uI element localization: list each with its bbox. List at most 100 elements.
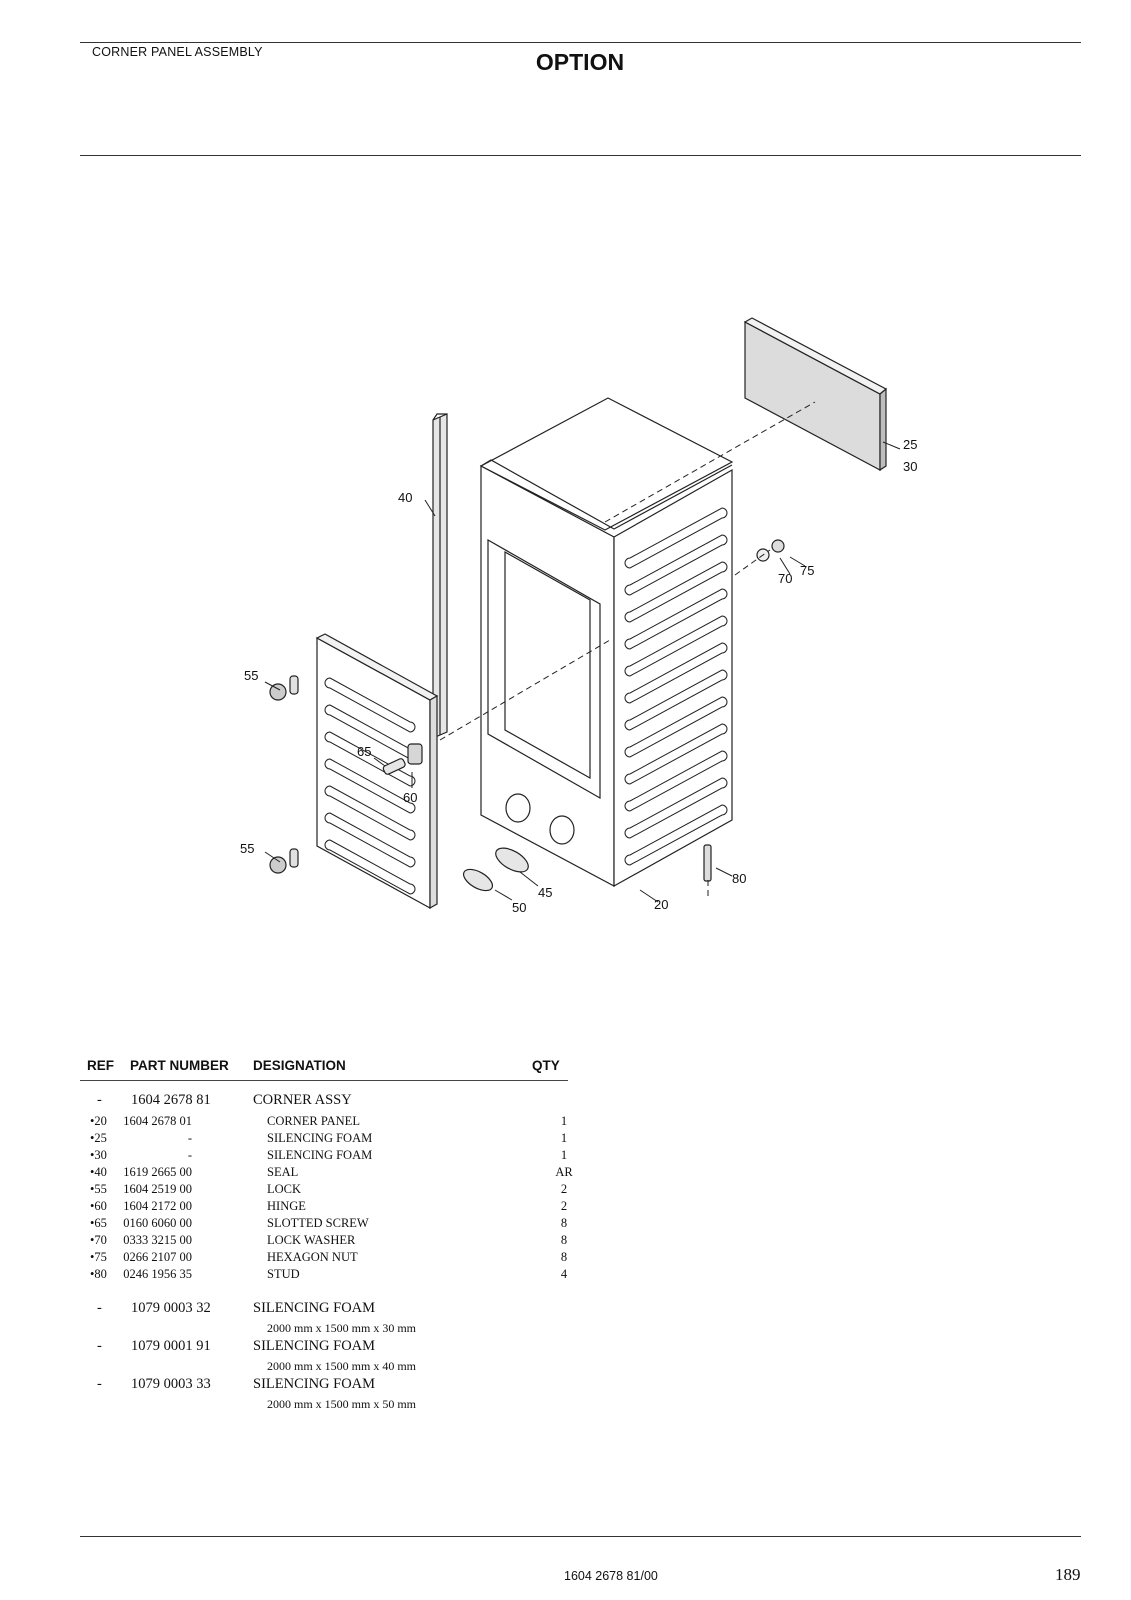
leader-lines [264, 441, 901, 903]
row-ref: •40 [90, 1165, 107, 1179]
row-qty: 2 [560, 1199, 568, 1213]
row-designation: SILENCING FOAM [253, 1300, 376, 1316]
table-row: •75 0266 2107 00 HEXAGON NUT 8 [80, 1250, 580, 1267]
row-part-number: 0160 6060 00 [123, 1216, 192, 1230]
foam-pad-drawing [743, 317, 888, 472]
row-part-number: 1604 2172 00 [123, 1199, 192, 1213]
table-row-foam: - 1079 0001 91 SILENCING FOAM [80, 1338, 580, 1360]
table-row-foam-size: 2000 mm x 1500 mm x 40 mm [80, 1359, 580, 1376]
row-ref: •55 [90, 1182, 107, 1196]
callout-70: 70 [778, 571, 792, 586]
header-top-rule [80, 42, 1081, 43]
row-designation: HEXAGON NUT [267, 1250, 358, 1264]
row-part-number: - [187, 1148, 192, 1162]
row-ref: - [97, 1376, 102, 1392]
table-row: •70 0333 3215 00 LOCK WASHER 8 [80, 1233, 580, 1250]
table-header-rule [80, 1080, 568, 1081]
row-part-number: 1079 0003 33 [131, 1376, 211, 1392]
callout-55-bottom: 55 [240, 841, 254, 856]
row-qty: 1 [560, 1131, 568, 1145]
col-header-designation: DESIGNATION [253, 1058, 346, 1073]
row-designation: SILENCING FOAM [267, 1148, 373, 1162]
row-ref: - [97, 1338, 102, 1354]
callout-30: 30 [903, 459, 917, 474]
table-row: •40 1619 2665 00 SEAL AR [80, 1165, 580, 1182]
header-bottom-rule [80, 155, 1081, 156]
row-size: 2000 mm x 1500 mm x 30 mm [267, 1321, 417, 1335]
table-row-assembly: - 1604 2678 81 CORNER ASSY [80, 1092, 580, 1114]
row-ref: •25 [90, 1131, 107, 1145]
section-title: CORNER PANEL ASSEMBLY [92, 45, 263, 59]
row-designation: SILENCING FOAM [253, 1376, 376, 1392]
col-header-qty: QTY [532, 1058, 560, 1073]
table-row-foam: - 1079 0003 32 SILENCING FOAM [80, 1300, 580, 1322]
row-size: 2000 mm x 1500 mm x 40 mm [267, 1359, 417, 1373]
row-ref: •80 [90, 1267, 107, 1281]
row-qty: 2 [560, 1182, 568, 1196]
row-designation: SILENCING FOAM [253, 1338, 376, 1354]
row-ref: •30 [90, 1148, 107, 1162]
callout-55-top: 55 [244, 668, 258, 683]
table-row-foam-size: 2000 mm x 1500 mm x 30 mm [80, 1321, 580, 1338]
door-panel-drawing [315, 633, 439, 910]
row-part-number: 1604 2678 01 [123, 1114, 192, 1128]
row-part-number: - [187, 1131, 192, 1145]
row-size: 2000 mm x 1500 mm x 50 mm [267, 1397, 417, 1411]
row-part-number: 1619 2665 00 [123, 1165, 192, 1179]
callout-80: 80 [732, 871, 746, 886]
callout-25: 25 [903, 437, 917, 452]
seal-strip-drawing [432, 413, 448, 739]
callout-50: 50 [512, 900, 526, 915]
row-qty: 1 [560, 1148, 568, 1162]
row-ref: - [97, 1092, 102, 1108]
table-row: •80 0246 1956 35 STUD 4 [80, 1267, 580, 1284]
callout-45: 45 [538, 885, 552, 900]
table-row: •60 1604 2172 00 HINGE 2 [80, 1199, 580, 1216]
row-designation: SILENCING FOAM [267, 1131, 373, 1145]
callout-40: 40 [398, 490, 412, 505]
row-part-number: 1604 2519 00 [123, 1182, 192, 1196]
footer-rule [80, 1536, 1081, 1537]
callout-60: 60 [403, 790, 417, 805]
callout-75: 75 [800, 563, 814, 578]
option-banner: OPTION [535, 49, 625, 75]
table-row-foam: - 1079 0003 33 SILENCING FOAM [80, 1376, 580, 1398]
assembly-lines [439, 401, 816, 900]
table-row: •20 1604 2678 01 CORNER PANEL 1 [80, 1114, 580, 1131]
row-part-number: 1079 0003 32 [131, 1300, 211, 1316]
callout-65: 65 [357, 744, 371, 759]
row-ref: •75 [90, 1250, 107, 1264]
row-ref: •20 [90, 1114, 107, 1128]
row-ref: •70 [90, 1233, 107, 1247]
exploded-parts-diagram: 25 30 40 70 75 55 65 60 55 45 50 20 80 [240, 317, 917, 915]
row-designation: SLOTTED SCREW [267, 1216, 369, 1230]
row-designation: CORNER PANEL [267, 1114, 360, 1128]
row-designation: HINGE [267, 1199, 306, 1213]
row-part-number: 0333 3215 00 [123, 1233, 192, 1247]
row-qty: 8 [560, 1250, 568, 1264]
row-designation: LOCK WASHER [267, 1233, 356, 1247]
table-row: •55 1604 2519 00 LOCK 2 [80, 1182, 580, 1199]
table-row-foam-size: 2000 mm x 1500 mm x 50 mm [80, 1397, 580, 1414]
callout-20: 20 [654, 897, 668, 912]
corner-panel-drawing [479, 397, 734, 888]
col-header-ref: REF [87, 1058, 114, 1073]
table-row: •25 - SILENCING FOAM 1 [80, 1131, 580, 1148]
row-designation: SEAL [267, 1165, 299, 1179]
row-part-number: 0246 1956 35 [123, 1267, 192, 1281]
row-qty: AR [555, 1165, 573, 1179]
row-ref: - [97, 1300, 102, 1316]
row-designation: CORNER ASSY [253, 1092, 352, 1108]
row-qty: 1 [560, 1114, 568, 1128]
row-qty: 4 [560, 1267, 568, 1281]
row-qty: 8 [560, 1233, 568, 1247]
row-qty: 8 [560, 1216, 568, 1230]
row-ref: •60 [90, 1199, 107, 1213]
row-ref: •65 [90, 1216, 107, 1230]
document-code: 1604 2678 81/00 [564, 1569, 658, 1583]
row-designation: LOCK [267, 1182, 302, 1196]
row-designation: STUD [267, 1267, 300, 1281]
col-header-part-number: PART NUMBER [130, 1058, 229, 1073]
row-part-number: 1604 2678 81 [131, 1092, 211, 1108]
row-part-number: 0266 2107 00 [123, 1250, 192, 1264]
